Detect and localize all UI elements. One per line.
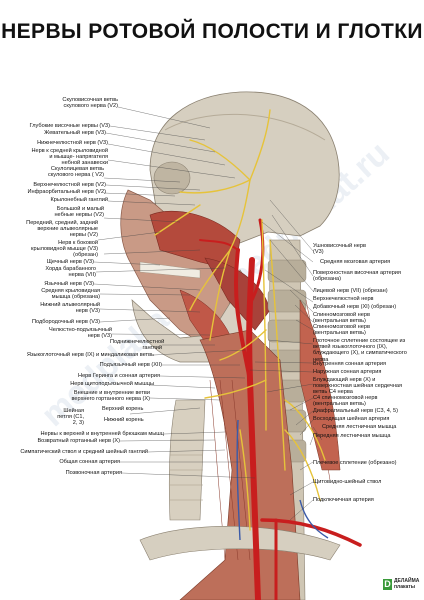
label-sympathetic-trunk: Симпатический ствол и средний шейный ган… bbox=[20, 449, 148, 455]
label-buccal-nerve: Щечный нерв (V3) bbox=[46, 259, 94, 265]
label-vertebral-artery: Позвоночная артерия bbox=[65, 470, 122, 476]
logo-mark: D bbox=[383, 579, 392, 590]
label-pharyngeal-plexus: Глоточное сплетение состоящее из ветвей … bbox=[313, 338, 407, 363]
label-ansa-cervicalis: Шейная петля (C1, 2, 3) bbox=[57, 408, 84, 427]
label-pterygopalatine-ganglion: Крылонебный ганглий bbox=[50, 197, 108, 203]
label-medial-pterygoid-muscle: Средняя крыловидная мышца (обрезана) bbox=[41, 288, 100, 301]
label-spinal-nerve-2: Спинномозговой нерв (вентральная ветвь) bbox=[313, 324, 370, 337]
label-alveolar-nerves: Передний, средний, задний верхние альвео… bbox=[26, 220, 98, 239]
label-superficial-temporal-artery: Поверхностная височная артерия (обрезана… bbox=[313, 270, 401, 283]
label-vagus-nerve: Блуждающий нерв (X) и поверхностная шейн… bbox=[313, 377, 403, 396]
label-middle-scalene-muscle: Средняя лестничная мышца bbox=[322, 424, 397, 430]
label-inferior-root: Нижний корень bbox=[104, 417, 144, 423]
label-palatine-nerves: Большой и малый небные нервы (V2) bbox=[54, 206, 104, 219]
label-phrenic-nerve: Диафрагмальный нерв (C3, 4, 5) bbox=[313, 408, 398, 414]
label-mylohyoid-nerve: Челюстно-подъязычный нерв (V3) bbox=[49, 327, 112, 340]
logo-line1: ДЕЛАЙМА bbox=[394, 578, 420, 584]
label-c4-spinal-nerve: C4 спинномозговой нерв (вентральная ветв… bbox=[313, 395, 378, 408]
publisher-logo: D ДЕЛАЙМА плакаты bbox=[383, 578, 419, 592]
label-glossopharyngeal-nerve: Языкоглоточный нерв (IX) и миндаликовая … bbox=[26, 352, 154, 358]
label-masseteric-nerve: Жевательный нерв (V3) bbox=[44, 130, 106, 136]
label-auriculotemporal-nerve: Ушновисочный нерв (V3) bbox=[313, 243, 366, 256]
label-subclavian-artery: Подключичная артерия bbox=[313, 497, 374, 503]
label-external-carotid-artery: Наружная сонная артерия bbox=[313, 369, 382, 375]
label-inferior-alveolar-nerve: Нижний альвеолярный нерв (V3) bbox=[40, 302, 100, 315]
label-spinal-nerve-1: Спинномозговой нерв (вентральная ветвь) bbox=[313, 312, 370, 325]
label-maxillary-nerve-right: Верхнечелюстной нерв bbox=[313, 296, 374, 302]
logo-text: ДЕЛАЙМА плакаты bbox=[394, 578, 419, 590]
label-anterior-scalene-muscle: Передняя лестничная мышца bbox=[313, 433, 391, 439]
label-submandibular-ganglion: Поднижнечелюстной ганглий bbox=[110, 339, 165, 352]
label-thyrocervical-trunk: Щитовидно-шейный ствол bbox=[313, 479, 382, 485]
label-zygomaticotemporal-branch: Скуловисочная ветвь скулового нерва (V2) bbox=[62, 97, 118, 110]
label-nerves-to-bellies: Нервы к верхней и внутренней брюшкам мыш… bbox=[40, 431, 164, 437]
label-deep-temporal-nerves: Глубокие височные нервы (V3) bbox=[29, 123, 110, 129]
label-common-carotid-artery: Общая сонная артерия bbox=[59, 459, 120, 465]
label-lingual-nerve: Язычный нерв (V3) bbox=[44, 281, 94, 287]
label-facial-nerve: Лицевой нерв (VII) (обрезан) bbox=[313, 288, 388, 294]
label-accessory-nerve: Добавочный нерв (XI) (обрезан) bbox=[313, 304, 397, 310]
label-maxillary-nerve: Верхнечелюстной нерв (V2) bbox=[33, 182, 106, 188]
label-middle-meningeal-artery: Средняя мозговая артерия bbox=[320, 259, 391, 265]
label-thyrohyoid-nerve: Нерв щитоподъязычной мышцы bbox=[70, 381, 154, 387]
label-internal-carotid-artery: Внутренняя сонная артерия bbox=[313, 361, 387, 367]
label-mental-nerve: Подбородочный нерв (V3) bbox=[31, 319, 100, 325]
label-recurrent-laryngeal-nerve: Возвратный гортанный нерв (X) bbox=[37, 438, 120, 444]
label-brachial-plexus: Плечевое сплетение (обрезано) bbox=[313, 460, 397, 466]
label-mandibular-nerve: Нижнечелюстной нерв (V3) bbox=[37, 140, 108, 146]
logo-line2: плакаты bbox=[394, 584, 415, 590]
page-title: НЕРВЫ РОТОВОЙ ПОЛОСТИ И ГЛОТКИ bbox=[1, 20, 423, 43]
label-hypoglossal-nerve: Подъязычный нерв (XII) bbox=[99, 362, 162, 368]
label-infraorbital-nerve: Инфраорбитальный нерв (V2) bbox=[27, 189, 106, 195]
label-zygomaticofacial-branch: Скулолицевая ветвь скулового нерва ( V2) bbox=[47, 166, 104, 179]
label-ascending-cervical-artery: Восходящая шейная артерия bbox=[313, 416, 390, 422]
label-superior-laryngeal-nerve: Внешние и внутренние ветви верхнего горт… bbox=[71, 390, 151, 403]
label-hering-nerve: Нерв Геринга и сонная артерия bbox=[78, 373, 160, 379]
label-superior-root: Верхний корень bbox=[102, 406, 144, 412]
label-lateral-pterygoid-nerve: Нерв к боковой крыловидной мышце (V3) (о… bbox=[31, 240, 98, 259]
label-chorda-tympani: Хорда барабанного нерва (VII) bbox=[45, 266, 96, 279]
label-nerve-medial-pterygoid: Нерв к средней крыловидной и мышце- напр… bbox=[31, 148, 108, 167]
